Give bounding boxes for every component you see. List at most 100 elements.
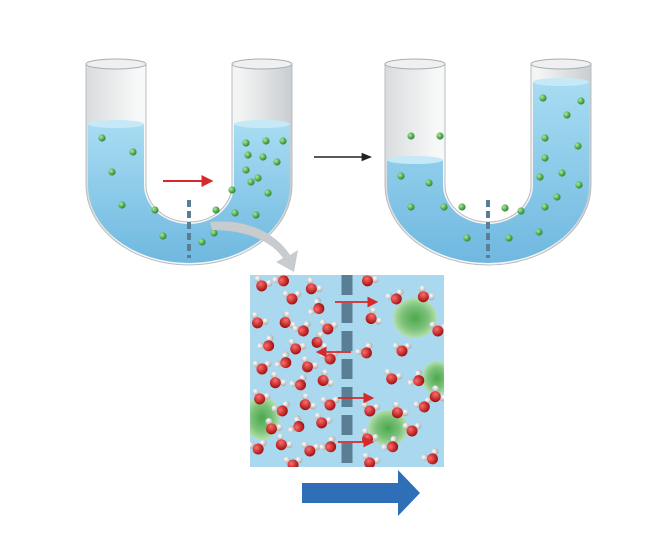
water-molecule xyxy=(275,433,293,451)
solute-particle xyxy=(98,134,106,142)
water-molecule xyxy=(271,400,290,417)
solute-particle xyxy=(541,134,549,142)
water-molecule xyxy=(365,307,382,325)
solute-particle xyxy=(541,203,549,211)
solute-particle xyxy=(262,137,270,145)
solute-particle xyxy=(259,153,267,161)
net-water-flow-arrow xyxy=(302,470,420,516)
water-molecule xyxy=(407,369,425,387)
solute-particle xyxy=(563,111,571,119)
solute-particle xyxy=(198,238,206,246)
solute-particle xyxy=(463,234,471,242)
water-molecule xyxy=(381,435,399,453)
water-molecule xyxy=(288,415,305,433)
water-molecule xyxy=(391,401,409,419)
water-molecule xyxy=(305,277,323,295)
water-molecule xyxy=(251,312,269,329)
right-tube-water xyxy=(387,82,589,263)
water-molecule xyxy=(429,385,444,403)
solute-particle xyxy=(541,154,549,162)
water-molecule xyxy=(269,371,287,389)
solute-particle xyxy=(247,178,255,186)
solute-particle xyxy=(108,168,116,176)
solute-particle xyxy=(228,186,236,194)
water-molecule xyxy=(289,374,307,391)
solute-particle xyxy=(425,179,433,187)
u-tube-initial xyxy=(85,58,293,266)
solute-particles-left-tube xyxy=(98,134,287,246)
solute-particle xyxy=(577,97,585,105)
water-molecule xyxy=(320,396,340,411)
solute-particle xyxy=(210,229,218,237)
solute-particle xyxy=(397,172,405,180)
solute-particle xyxy=(252,211,260,219)
solute-particle xyxy=(440,203,448,211)
solute-particle xyxy=(436,132,444,140)
water-molecule xyxy=(301,441,321,457)
water-molecule xyxy=(429,321,444,337)
water-molecule xyxy=(250,439,267,455)
solute-particle xyxy=(501,204,509,212)
solute-particle xyxy=(254,174,262,182)
zoom-arrow xyxy=(210,221,298,272)
magnified-membrane-view xyxy=(250,275,444,467)
solute-particle xyxy=(212,206,220,214)
water-molecule xyxy=(417,285,435,303)
solute-particle xyxy=(575,181,583,189)
water-molecule xyxy=(288,338,307,355)
water-molecule xyxy=(308,297,325,315)
water-molecule xyxy=(317,369,334,387)
water-molecule xyxy=(272,275,290,287)
solute-molecule xyxy=(393,298,437,338)
solute-particle xyxy=(273,158,281,166)
solute-molecule xyxy=(422,361,444,395)
water-molecule xyxy=(314,412,333,429)
water-molecule xyxy=(319,435,337,453)
water-molecule xyxy=(283,456,303,467)
solute-particle xyxy=(118,201,126,209)
solute-particle xyxy=(539,94,547,102)
solute-particle xyxy=(242,166,250,174)
water-molecule xyxy=(385,288,404,305)
solute-particle xyxy=(244,151,252,159)
solute-particle xyxy=(151,206,159,214)
water-molecule xyxy=(265,418,283,435)
water-molecule xyxy=(362,452,381,467)
solute-particle xyxy=(159,232,167,240)
water-molecule xyxy=(384,368,403,385)
solute-particle xyxy=(517,207,525,215)
water-molecule xyxy=(282,290,302,305)
solute-particle xyxy=(553,193,561,201)
solute-particle xyxy=(231,209,239,217)
water-molecule xyxy=(355,342,373,359)
water-molecule xyxy=(274,351,292,369)
water-molecule xyxy=(299,393,317,411)
water-molecule xyxy=(252,360,272,375)
water-molecule xyxy=(421,448,439,465)
water-molecule xyxy=(361,275,379,287)
solute-particle xyxy=(407,132,415,140)
solute-particle xyxy=(407,203,415,211)
solute-particle xyxy=(535,228,543,236)
water-molecule xyxy=(361,401,381,417)
water-molecule xyxy=(319,319,339,335)
water-molecule xyxy=(292,320,311,337)
solute-particle xyxy=(558,169,566,177)
solute-particle xyxy=(264,189,272,197)
water-molecule xyxy=(392,342,412,357)
solute-particle xyxy=(279,137,287,145)
water-molecule xyxy=(252,388,271,405)
solute-particle xyxy=(536,173,544,181)
water-molecule xyxy=(257,334,275,352)
solute-particle xyxy=(505,234,513,242)
solute-particle xyxy=(458,203,466,211)
water-molecule xyxy=(402,422,422,437)
water-molecule xyxy=(413,396,432,413)
solute-particle xyxy=(574,142,582,150)
water-molecule xyxy=(254,275,273,292)
water-molecule xyxy=(301,356,319,373)
solute-particles-right-tube xyxy=(397,94,585,242)
solute-particle xyxy=(242,139,250,147)
solute-particle xyxy=(129,148,137,156)
